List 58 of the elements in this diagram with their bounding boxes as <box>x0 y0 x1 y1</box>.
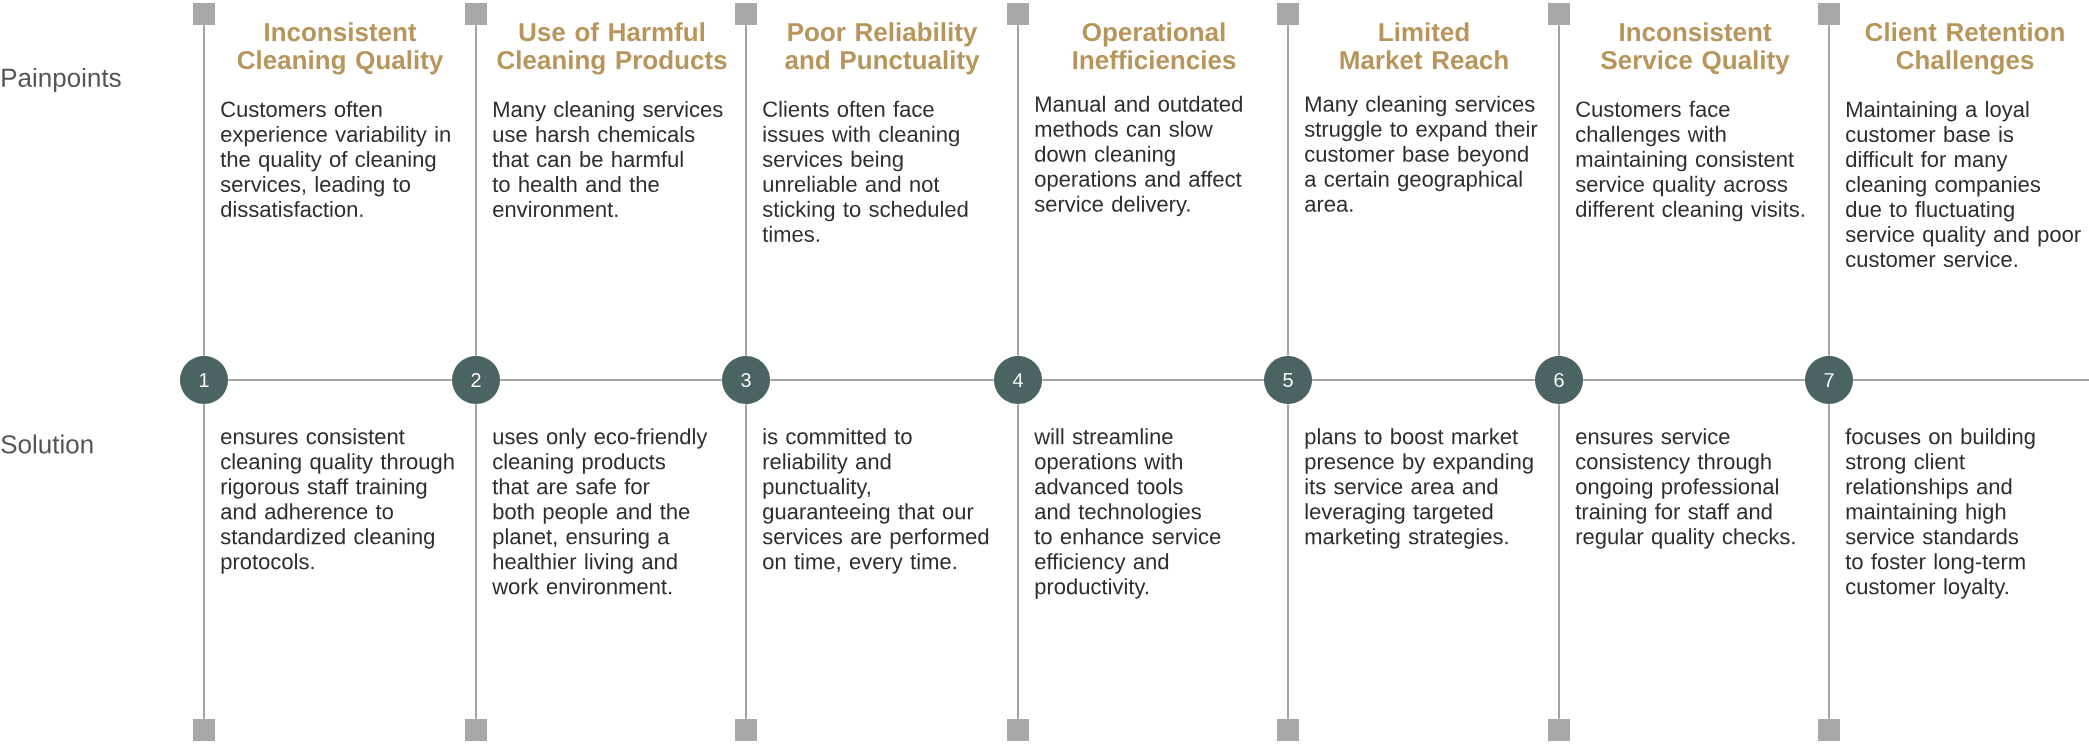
description-text: ensures consistent cleaning quality through rigorous staff training and adherence to standardized cleaning protocols. <box>220 428 454 574</box>
connector-line <box>1558 24 1560 357</box>
description-text: uses only eco-friendly cleaning products that are safe for both people and the planet, ensuring a healthier living and work environment. <box>492 428 708 595</box>
end-marker <box>1007 719 1029 741</box>
end-marker <box>1277 3 1299 25</box>
connector-line <box>1041 379 1265 381</box>
end-marker <box>1818 3 1840 25</box>
row-label: Solution <box>1 434 93 454</box>
connector-line <box>475 403 477 720</box>
description-text: Customers often experience variability in the quality of cleaning services, leading to dissatisfaction. <box>220 100 450 218</box>
connector-line <box>1828 24 1830 357</box>
description-text: Maintaining a loyal customer base is difficult for many cleaning companies due to fluctuating service quality and poor customer service. <box>1845 100 2081 268</box>
connector-line <box>1017 403 1019 720</box>
description-text: is committed to reliability and punctuality, guaranteeing that our services are performed on time, every time. <box>762 428 989 574</box>
end-marker <box>1548 719 1570 741</box>
description-text: ensures service consistency through ongoing professional training for staff and regular quality checks. <box>1575 428 1795 549</box>
end-marker <box>465 3 487 25</box>
connector-line <box>1582 379 1806 381</box>
description-text: plans to boost market presence by expanding its service area and leveraging targeted marketing strategies. <box>1305 428 1533 549</box>
connector-line <box>1852 379 2089 381</box>
connector-line <box>745 24 747 357</box>
connector-line <box>1017 24 1019 357</box>
description-text: Many cleaning services use harsh chemicals that can be harmful to health and the environment. <box>492 100 723 218</box>
end-marker <box>193 719 215 741</box>
end-marker <box>1007 3 1029 25</box>
connector-line <box>203 24 205 357</box>
connector-line <box>1828 403 1830 720</box>
end-marker <box>465 719 487 741</box>
connector-line <box>475 24 477 357</box>
end-marker <box>1548 3 1570 25</box>
column-heading: Use of Harmful Cleaning Products <box>497 22 727 75</box>
description-text: will streamline operations with advanced tools and technologies to enhance service efficiency and productivity. <box>1034 428 1221 599</box>
column-heading: Limited Market Reach <box>1340 22 1508 70</box>
column-heading: Client Retention Challenges <box>1865 22 2064 75</box>
row-label: Painpoints <box>2 67 121 93</box>
end-marker <box>193 3 215 25</box>
connector-line <box>227 379 453 381</box>
connector-line <box>769 379 995 381</box>
end-marker <box>1818 719 1840 741</box>
connector-line <box>1558 403 1560 720</box>
description-text: Customers face challenges with maintaining consistent service quality across different cleaning visits. <box>1575 100 1804 222</box>
column-heading: Operational Inefficiencies <box>1073 22 1236 70</box>
end-marker <box>735 3 757 25</box>
connector-line <box>1287 403 1289 720</box>
description-text: focuses on building strong client relationships and maintaining high service standards to foster long-term customer loyalty. <box>1845 428 2035 599</box>
connector-line <box>1311 379 1536 381</box>
connector-line <box>745 403 747 720</box>
end-marker <box>1277 719 1299 741</box>
description-text: Clients often face issues with cleaning services being unreliable and not sticking to scheduled times. <box>762 100 968 242</box>
description-text: Manual and outdated methods can slow down cleaning operations and affect service delivery. <box>1034 95 1242 217</box>
column-heading: Inconsistent Cleaning Quality <box>237 22 444 75</box>
column-heading: Inconsistent Service Quality <box>1601 22 1790 75</box>
column-heading: Poor Reliability and Punctuality <box>785 22 980 75</box>
description-text: Many cleaning services struggle to expand their customer base beyond a certain geographical area. <box>1304 95 1538 212</box>
connector-line <box>499 379 723 381</box>
connector-line <box>1287 24 1289 357</box>
connector-line <box>203 403 205 720</box>
end-marker <box>735 719 757 741</box>
